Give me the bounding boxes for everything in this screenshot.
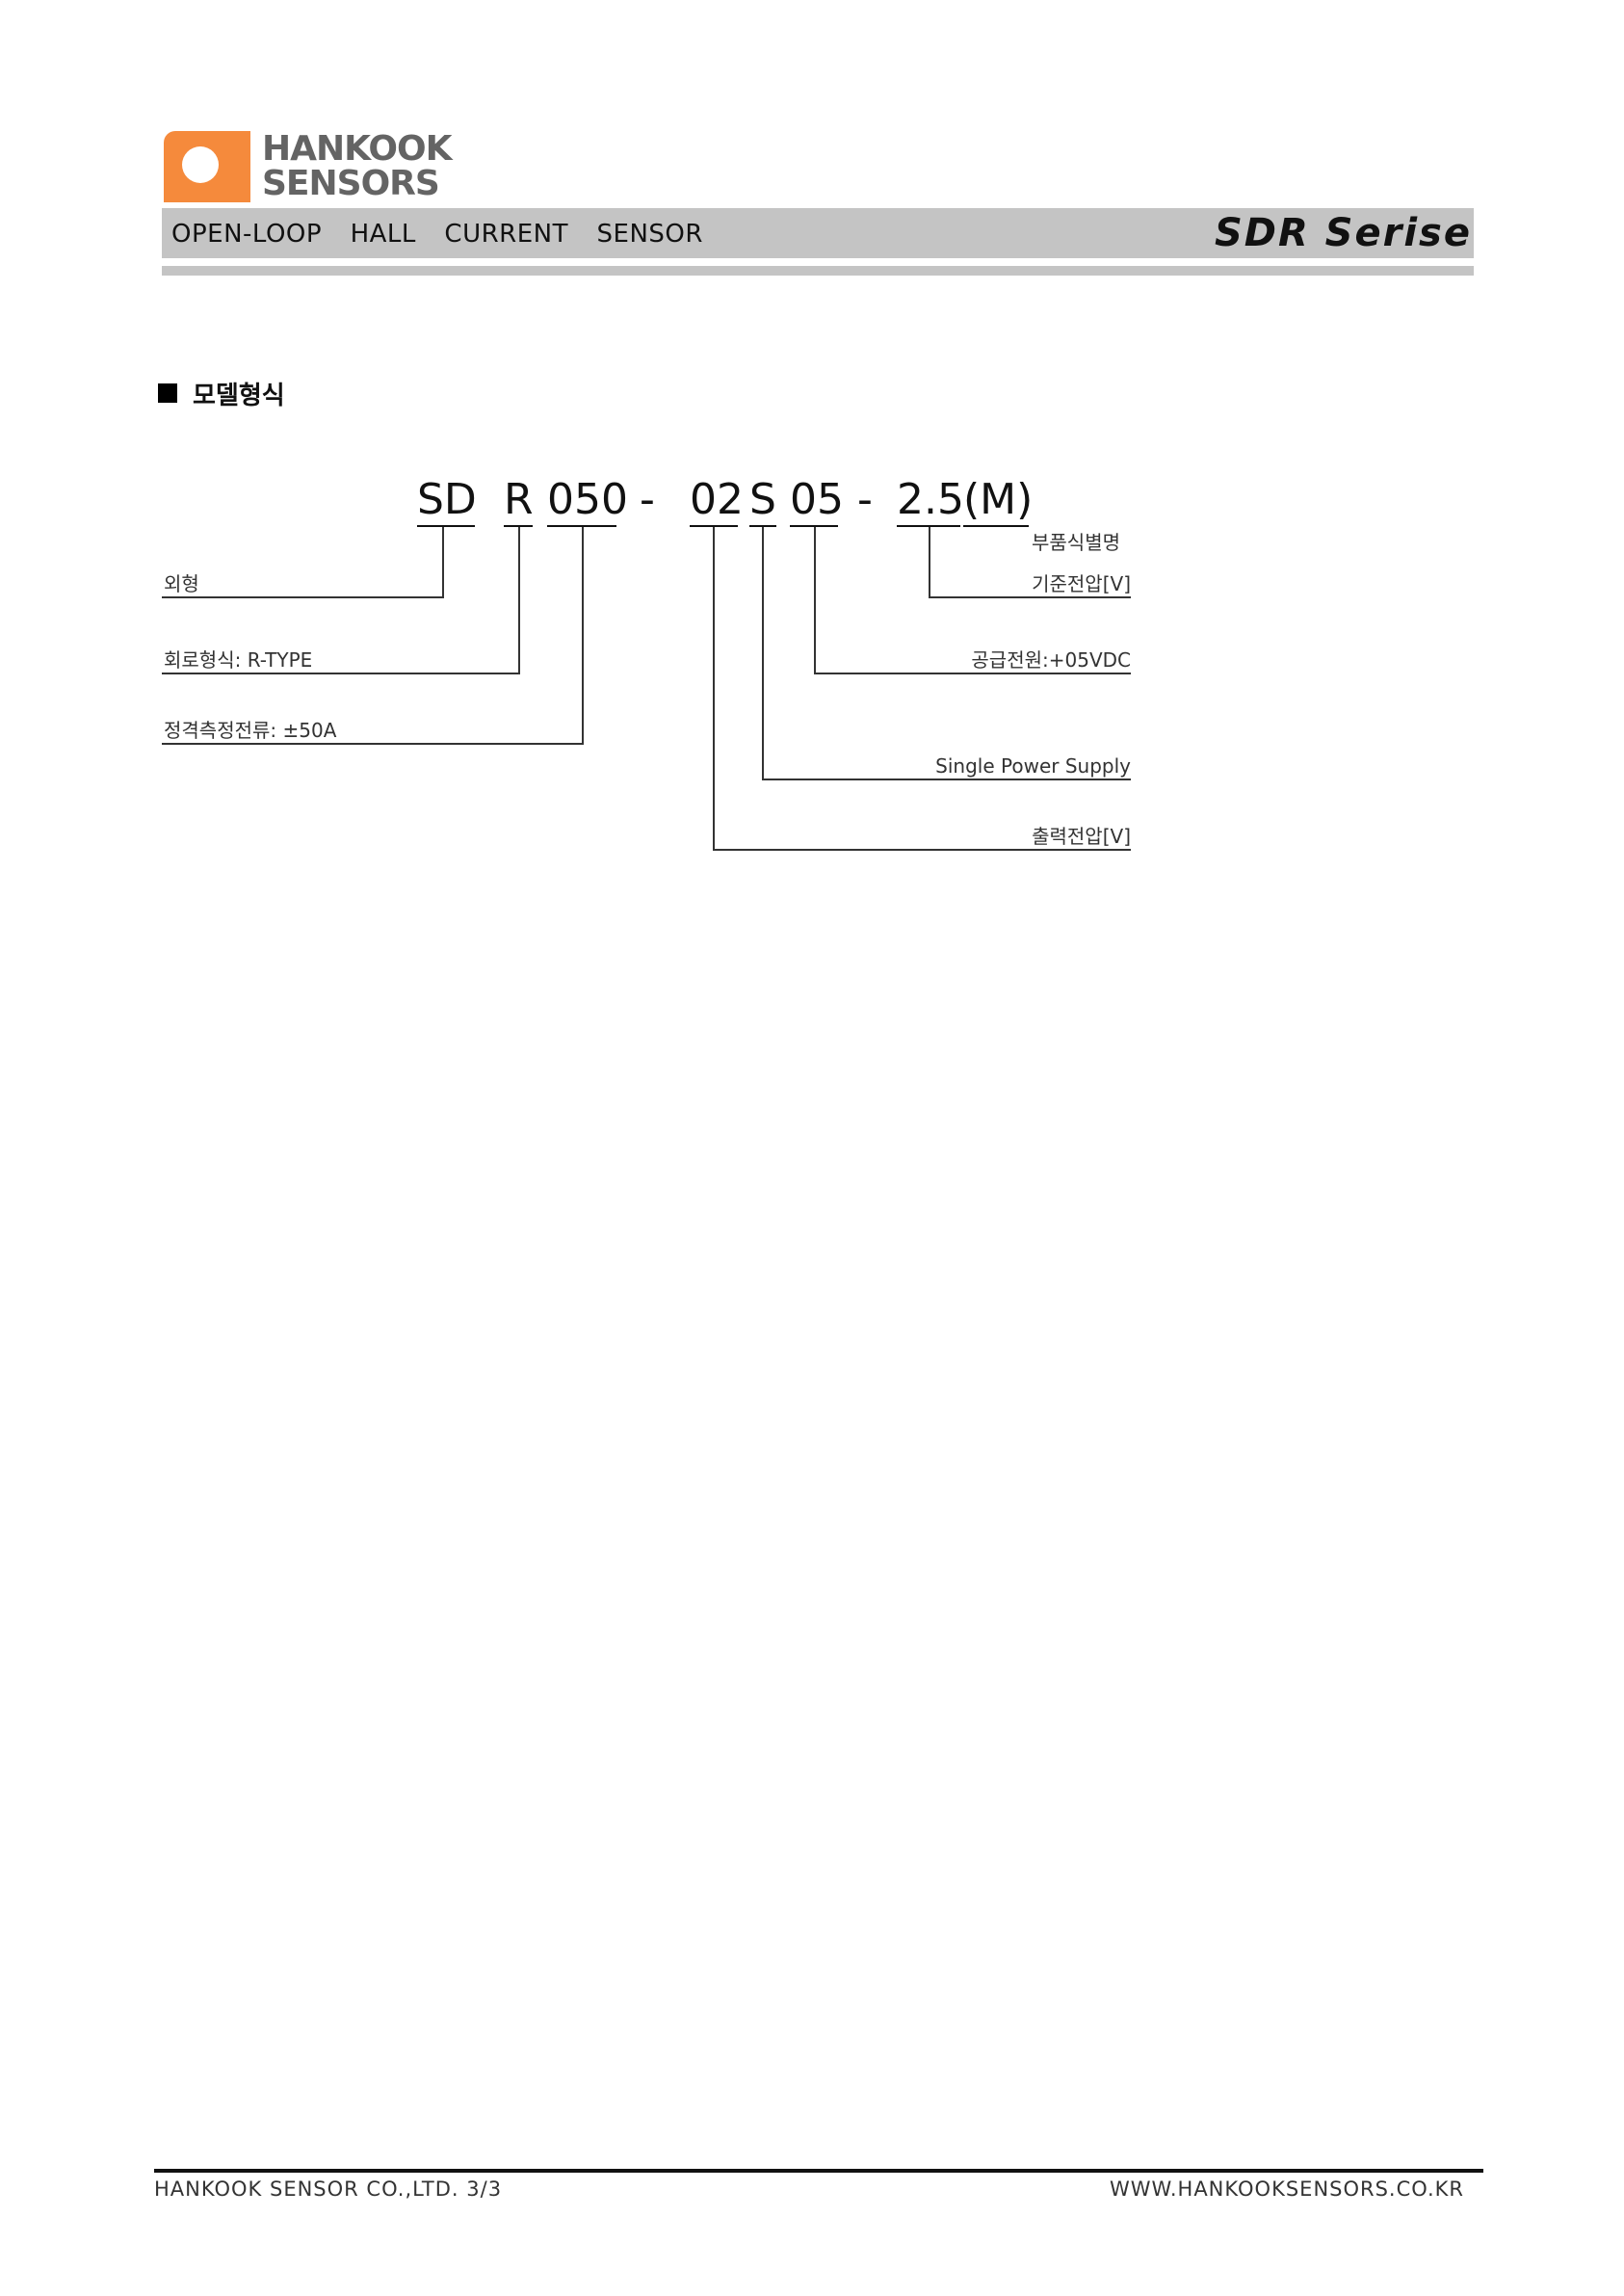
underline-sd: [417, 525, 475, 527]
code-part-05: 05: [790, 475, 844, 524]
product-type-title: OPEN-LOOP HALL CURRENT SENSOR: [171, 220, 703, 249]
logo-text-line2: SENSORS: [262, 164, 440, 203]
leader-050-vertical: [582, 527, 584, 745]
leader-05-vertical: [814, 527, 816, 674]
code-dash-1: -: [640, 475, 655, 524]
label-single-supply: Single Power Supply: [935, 754, 1131, 778]
label-output-voltage: 출력전압[V]: [1032, 825, 1131, 848]
underline-r: [504, 525, 533, 527]
code-dash-2: -: [857, 475, 873, 524]
code-part-m: (M): [963, 475, 1034, 524]
code-part-r: R: [504, 475, 534, 524]
leader-sd-vertical: [442, 527, 444, 598]
leader-s-horizontal: [762, 779, 1131, 780]
leader-050-horizontal: [162, 743, 584, 745]
leader-02-horizontal: [713, 849, 1131, 851]
label-circuit-type: 회로형식: R-TYPE: [164, 648, 313, 672]
footer-company: HANKOOK SENSOR CO.,LTD. 3/3: [154, 2177, 503, 2201]
code-part-050: 050: [547, 475, 628, 524]
underline-s: [749, 525, 776, 527]
underline-05: [790, 525, 838, 527]
underline-050: [547, 525, 616, 527]
header-rule: [162, 266, 1474, 276]
leader-r-vertical: [518, 527, 520, 674]
label-rated-current: 정격측정전류: ±50A: [164, 719, 337, 742]
footer-website: WWW.HANKOOKSENSORS.CO.KR: [1109, 2177, 1464, 2201]
leader-r-horizontal: [162, 673, 520, 674]
header-bar: [162, 208, 1474, 258]
underline-m: [963, 525, 1029, 527]
leader-05-horizontal: [814, 673, 1131, 674]
code-part-2-5: 2.5: [897, 475, 964, 524]
leader-sd-horizontal: [162, 596, 444, 598]
underline-2-5: [897, 525, 960, 527]
leader-2-5-vertical: [929, 527, 930, 598]
section-bullet-icon: [158, 383, 177, 403]
label-supply-voltage: 공급전원:+05VDC: [971, 648, 1131, 672]
section-title: 모델형식: [193, 382, 285, 410]
leader-02-vertical: [713, 527, 715, 851]
logo-text-line1: HANKOOK: [262, 129, 453, 169]
underline-02: [690, 525, 738, 527]
code-part-sd: SD: [417, 475, 477, 524]
code-part-02: 02: [690, 475, 744, 524]
label-ref-voltage: 기준전압[V]: [1032, 572, 1131, 595]
logo-dot: [182, 146, 219, 183]
footer-rule: [154, 2169, 1483, 2173]
code-part-s: S: [749, 475, 776, 524]
label-part-id: 부품식별명: [1032, 531, 1120, 554]
series-title: SDR Serise: [1214, 211, 1472, 255]
label-appearance: 외형: [164, 572, 199, 595]
leader-s-vertical: [762, 527, 764, 780]
leader-2-5-horizontal: [929, 596, 1131, 598]
